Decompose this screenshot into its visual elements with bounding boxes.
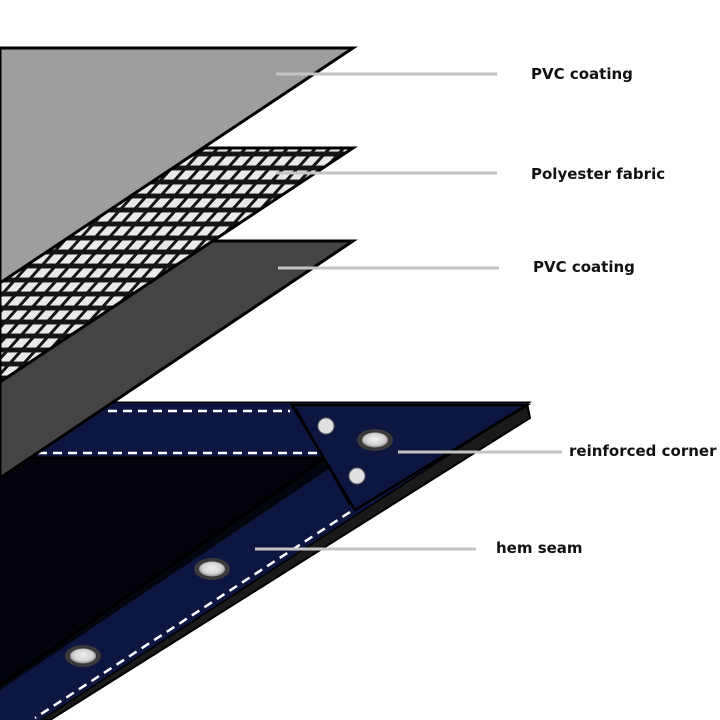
label-pvc-coating-top: PVC coating [531, 65, 633, 83]
tarp-sheet [0, 401, 533, 720]
seam-stitching [295, 408, 351, 506]
rivet [348, 467, 366, 485]
label-pvc-coating-bottom: PVC coating [533, 258, 635, 276]
hem-fold-line [0, 456, 326, 687]
eyelet [357, 429, 393, 451]
label-hem-seam: hem seam [496, 539, 583, 557]
label-reinforced-corner: reinforced corner [569, 442, 717, 460]
rivet [317, 417, 335, 435]
eyelet [65, 645, 101, 667]
eyelet [194, 558, 230, 580]
seam-stitching [34, 510, 351, 720]
pvc-coating-top-layer [0, 46, 358, 285]
label-polyester-fabric: Polyester fabric [531, 165, 666, 183]
